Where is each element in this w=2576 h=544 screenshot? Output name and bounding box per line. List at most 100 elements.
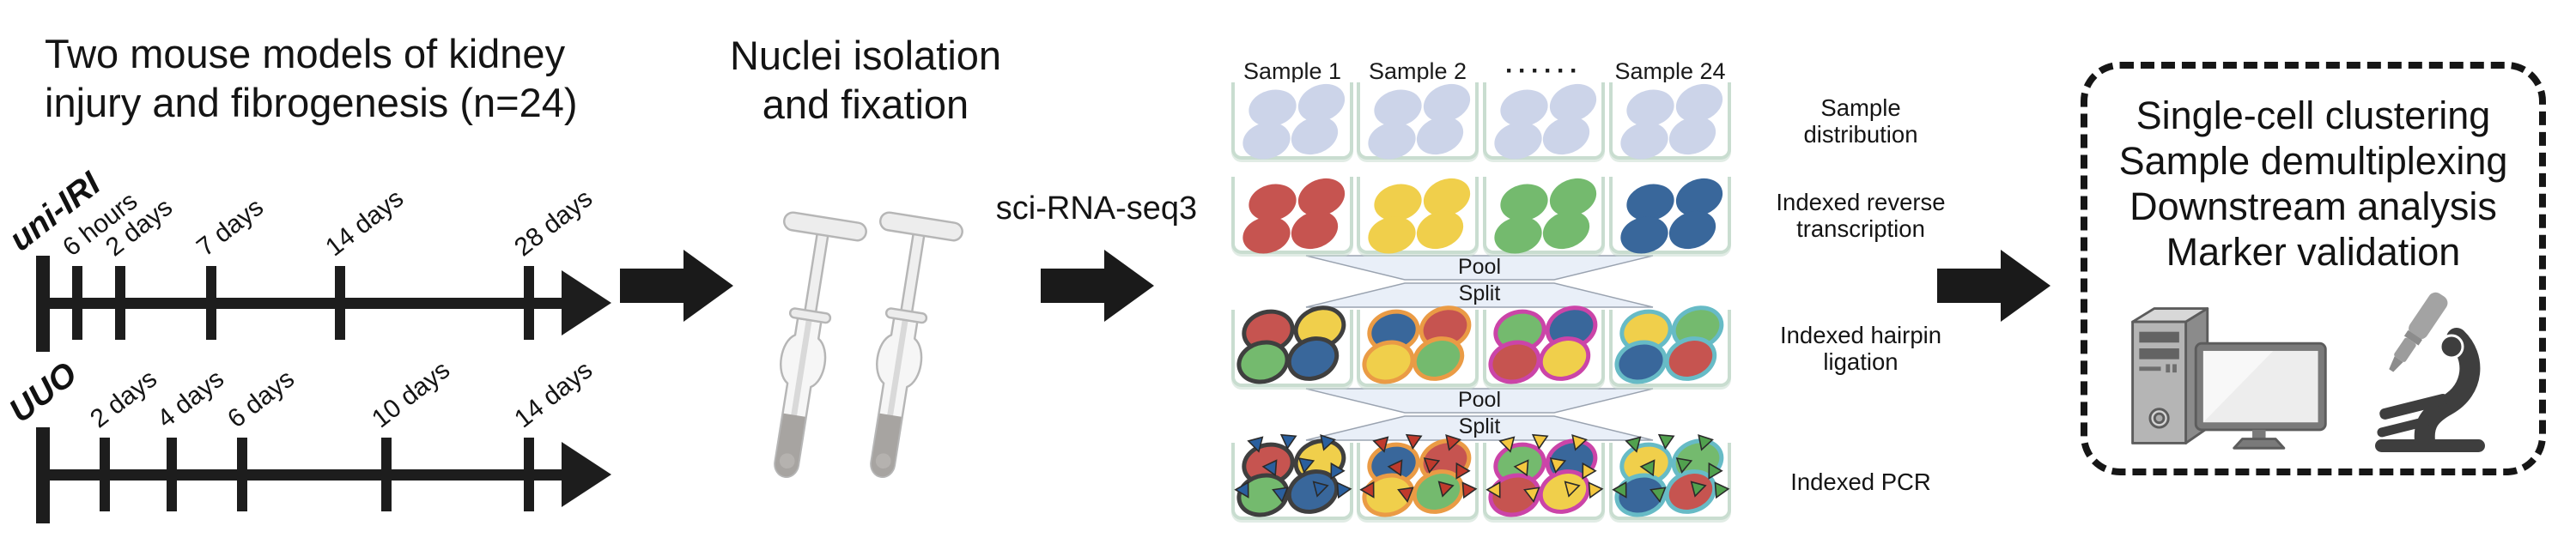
flow-arrow-1 [620, 250, 733, 322]
pcr-primer-arrow-icon [1359, 481, 1382, 503]
microscope-icon [2375, 292, 2485, 452]
cell-oval [1364, 117, 1420, 165]
plate-well [1609, 298, 1731, 390]
timeline-tick [167, 438, 177, 511]
cell-oval [1490, 211, 1546, 259]
plate-well [1357, 431, 1479, 523]
timeline-tick-label: 2 days [85, 364, 163, 434]
column-header: Sample 2 [1368, 58, 1467, 84]
pcr-primer-arrow-icon [1649, 487, 1668, 505]
middle-title-line1: Nuclei isolation [729, 33, 1002, 78]
timeline-tick [335, 266, 345, 340]
pcr-primer-arrow-icon [1404, 433, 1423, 450]
plate-well [1231, 77, 1353, 165]
pcr-primer-arrow-icon [1686, 481, 1707, 500]
pcr-primer-arrow-icon [1625, 436, 1645, 456]
timeline-arrowhead-icon [562, 270, 611, 335]
plate-row-label-line: Indexed PCR [1790, 468, 1931, 495]
cell-oval [1364, 211, 1420, 259]
plate-well [1609, 172, 1731, 259]
cell-oval [1663, 204, 1722, 256]
analysis-step-label: Downstream analysis [2129, 184, 2497, 228]
nuclei-isolation-illustration [754, 209, 977, 505]
flow-arrow-2 [1041, 250, 1154, 322]
plate-row-label-line: Indexed hairpin [1779, 322, 1942, 348]
pcr-primer-arrow-icon [1397, 487, 1416, 505]
pcr-primer-arrow-icon [1560, 481, 1581, 500]
timeline-tick-label: 6 days [222, 364, 301, 434]
timeline-tick [115, 266, 125, 340]
pcr-primer-arrow-icon [1612, 481, 1634, 503]
pcr-primer-arrow-icon [1674, 456, 1693, 474]
cell-oval [1663, 110, 1722, 161]
pcr-primer-arrow-icon [1330, 481, 1352, 503]
pcr-primer-arrow-icon [1315, 433, 1337, 453]
timeline-arrowhead-icon [562, 442, 611, 507]
column-header-ellipsis: ······ [1505, 57, 1583, 85]
analysis-step-label: Marker validation [2166, 230, 2461, 274]
pcr-primer-arrow-icon [1575, 462, 1597, 484]
plate-well [1609, 431, 1731, 523]
timeline-tick [381, 438, 392, 511]
cell-oval [1616, 211, 1673, 259]
pcr-primer-arrow-icon [1498, 436, 1519, 456]
column-header: Sample 24 [1614, 58, 1726, 84]
timeline-axis [41, 469, 565, 481]
pcr-primer-arrow-icon [1693, 433, 1715, 453]
pool-label: Pool [1457, 388, 1502, 412]
plate-well [1483, 172, 1605, 259]
timeline-tick [100, 438, 110, 511]
plate-well [1609, 77, 1731, 165]
plate-well [1483, 431, 1605, 523]
timeline-axis [41, 298, 565, 309]
analysis-step-label: Single-cell clustering [2136, 94, 2491, 137]
cell-oval [1490, 117, 1546, 165]
left-title-line2: injury and fibrogenesis (n=24) [45, 80, 578, 125]
pcr-primer-arrow-icon [1513, 459, 1535, 481]
pcr-primer-arrow-icon [1272, 487, 1291, 505]
pcr-primer-arrow-icon [1656, 433, 1675, 450]
plate-row-label-line: Indexed reverse [1776, 189, 1946, 215]
cell-oval [1411, 204, 1469, 256]
plate-section: Sample 1 Sample 2 ······ Sample 24 Pool Split… [1231, 53, 1786, 534]
flow-arrow-3 [1937, 250, 2050, 322]
pcr-primer-arrow-icon [1567, 433, 1589, 453]
cell-oval [1537, 204, 1595, 256]
cell-oval [1537, 110, 1595, 161]
pcr-primer-arrow-icon [1639, 459, 1662, 481]
pcr-primer-arrow-icon [1530, 433, 1549, 450]
cell-oval [1411, 110, 1469, 161]
split-label: Split [1458, 281, 1501, 305]
plate-well [1357, 298, 1479, 390]
column-header: Sample 1 [1242, 58, 1342, 84]
computer-icon [2131, 307, 2327, 450]
cell-oval [1238, 117, 1295, 165]
plate-well [1483, 298, 1605, 390]
pcr-primer-arrow-icon [1547, 456, 1567, 474]
plate-row-label-line: distribution [1803, 121, 1918, 148]
pcr-primer-arrow-icon [1708, 481, 1730, 503]
left-section-title: Two mouse models of kidney injury and fi… [45, 29, 578, 127]
plate-row-label-line: transcription [1796, 215, 1925, 242]
pcr-primer-arrow-icon [1421, 456, 1441, 474]
pcr-primer-arrow-icon [1309, 481, 1329, 500]
plate-row-label-line: ligation [1823, 348, 1899, 375]
plate-row-label: Indexed PCR [1771, 452, 1951, 511]
plate-well [1231, 298, 1353, 390]
analysis-step-label: Sample demultiplexing [2118, 139, 2508, 183]
timeline-tick [206, 266, 216, 340]
pcr-primer-arrow-icon [1582, 481, 1604, 503]
pcr-primer-arrow-icon [1485, 481, 1508, 503]
cell-oval [1285, 110, 1344, 161]
pcr-primer-arrow-icon [1449, 462, 1471, 484]
plate-well [1231, 172, 1353, 259]
timeline-tick-label: 7 days [191, 192, 270, 263]
timeline-tick-label: 4 days [152, 364, 230, 434]
cell-oval [1238, 211, 1295, 259]
pcr-primer-arrow-icon [1296, 456, 1315, 474]
